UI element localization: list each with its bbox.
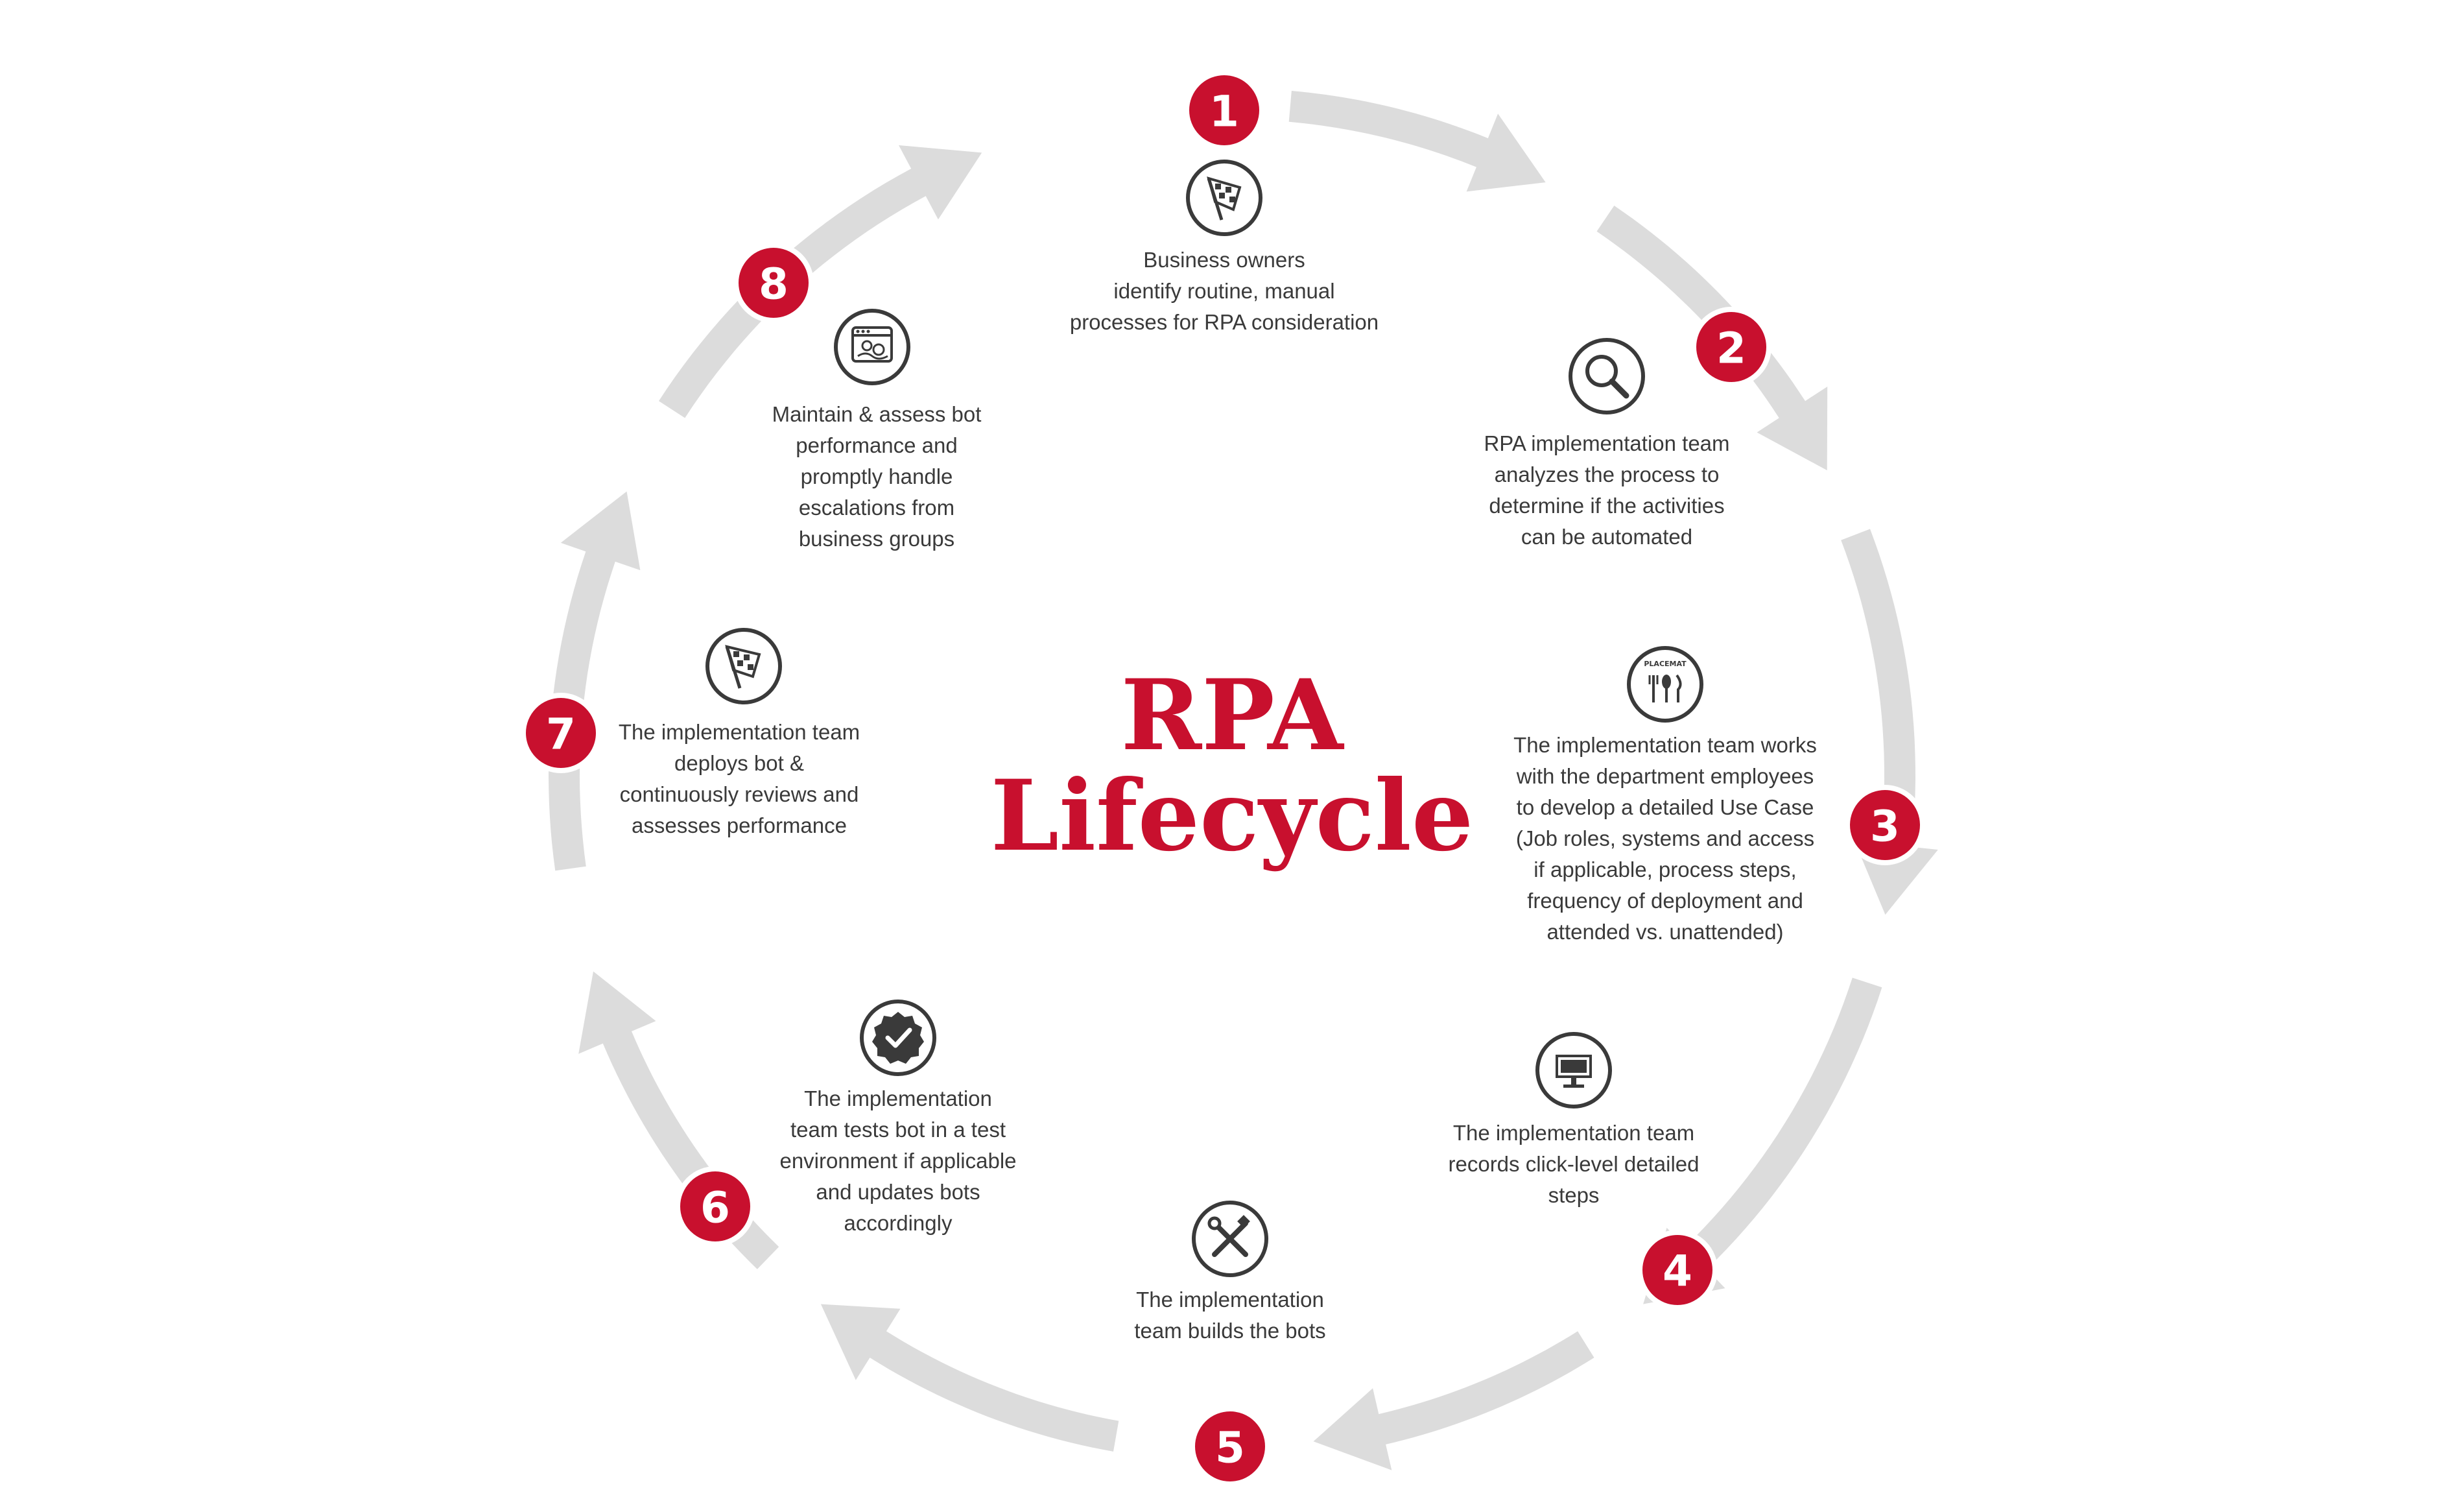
description-line: records click-level detailed — [1449, 1152, 1700, 1176]
step-badge: 5 — [1190, 1406, 1270, 1487]
step-description: Maintain & assess bot performance and pr… — [772, 402, 982, 551]
description-line: assesses performance — [632, 813, 847, 837]
step-description: The implementation team tests bot in a t… — [779, 1086, 1016, 1235]
step-badge: 2 — [1691, 307, 1771, 387]
description-line: The implementation team — [1453, 1121, 1694, 1145]
description-line: continuously reviews and — [620, 782, 859, 806]
step-number: 8 — [759, 259, 788, 309]
step-4: 4 The implementation team records click-… — [1449, 1032, 1718, 1310]
step-badge: 1 — [1184, 70, 1264, 150]
description-line: if applicable, process steps, — [1534, 857, 1796, 881]
cycle-arrow — [1643, 977, 1882, 1304]
description-line: performance and — [796, 433, 957, 457]
step-description: RPA implementation team analyzes the pro… — [1484, 431, 1729, 549]
step-number: 1 — [1209, 87, 1239, 137]
center-title: RPA Lifecycle — [991, 658, 1474, 873]
step-8: 8 Maintain & assess bot performance and … — [733, 243, 982, 551]
cycle-arrow — [820, 1304, 1119, 1452]
description-line: processes for RPA consideration — [1070, 310, 1379, 334]
step-number: 4 — [1663, 1247, 1692, 1297]
description-line: (Job roles, systems and access — [1516, 826, 1814, 850]
description-line: The implementation team works — [1513, 733, 1817, 757]
cycle-ring — [549, 78, 1938, 1470]
description-line: frequency of deployment and — [1527, 889, 1803, 913]
step-badge: 4 — [1637, 1230, 1718, 1310]
step-badge: 7 — [521, 693, 601, 773]
step-badge: 8 — [733, 243, 814, 323]
step-description: Business owners identify routine, manual… — [1070, 248, 1379, 334]
step-1: 1 Business owners identify routine, manu… — [1070, 70, 1379, 334]
title-line-lifecycle: Lifecycle — [991, 759, 1474, 873]
description-line: Business owners — [1143, 248, 1305, 272]
step-number: 2 — [1716, 324, 1746, 374]
description-line: escalations from — [799, 496, 954, 520]
step-7: 7 The implementation team deploys bot & … — [521, 628, 860, 837]
description-line: accordingly — [844, 1211, 953, 1235]
description-line: determine if the activities — [1489, 494, 1724, 518]
description-line: steps — [1548, 1183, 1600, 1207]
description-line: deploys bot & — [674, 751, 804, 775]
description-line: business groups — [799, 527, 954, 551]
step-description: The implementation team works with the d… — [1513, 733, 1817, 944]
description-line: analyzes the process to — [1495, 462, 1720, 486]
description-line: promptly handle — [801, 464, 953, 488]
cycle-arrow — [549, 491, 641, 871]
step-description: The implementation team records click-le… — [1449, 1121, 1700, 1207]
arrow-fade — [1063, 78, 1141, 149]
step-5: 5 The implementation team builds the bot… — [1134, 1201, 1326, 1487]
title-line-rpa: RPA — [1121, 658, 1345, 773]
monitor-icon — [1535, 1032, 1612, 1109]
description-line: The implementation — [804, 1086, 992, 1110]
step-description: The implementation team deploys bot & co… — [619, 720, 860, 837]
placemat-label: PLACEMAT — [1644, 660, 1687, 668]
step-badge: 6 — [675, 1166, 755, 1247]
step-badge: 3 — [1845, 785, 1925, 865]
description-line: The implementation team — [619, 720, 860, 744]
description-line: attended vs. unattended) — [1546, 920, 1783, 944]
description-line: environment if applicable — [779, 1149, 1016, 1173]
race-flag-icon — [705, 628, 782, 704]
magnifier-icon — [1569, 338, 1645, 414]
description-line: identify routine, manual — [1113, 279, 1334, 303]
description-line: team builds the bots — [1134, 1319, 1325, 1343]
bot-maintenance-icon — [834, 309, 910, 385]
step-2: 2 RPA implementation team analyzes the p… — [1484, 307, 1771, 549]
step-number: 3 — [1870, 802, 1900, 852]
cycle-arrow — [1288, 91, 1546, 192]
description-line: Maintain & assess bot — [772, 402, 982, 426]
description-line: and updates bots — [816, 1180, 980, 1204]
description-line: to develop a detailed Use Case — [1517, 795, 1814, 819]
description-line: with the department employees — [1516, 764, 1814, 788]
description-line: RPA implementation team — [1484, 431, 1729, 455]
placemat-icon: PLACEMAT — [1627, 646, 1703, 723]
description-line: The implementation — [1136, 1288, 1324, 1312]
verified-badge-icon — [860, 1000, 936, 1076]
cycle-arrow — [1313, 1331, 1594, 1470]
step-6: 6 The implementation team tests bot in a… — [675, 1000, 1017, 1247]
step-description: The implementation team builds the bots — [1134, 1288, 1325, 1343]
step-number: 7 — [546, 710, 576, 760]
tools-icon — [1192, 1201, 1268, 1277]
description-line: team tests bot in a test — [790, 1118, 1006, 1142]
step-number: 6 — [700, 1183, 730, 1233]
cycle-arrow — [1596, 206, 1828, 471]
step-3: 3 PLACEMAT The implementation team works… — [1513, 646, 1925, 944]
checkered-flag-icon — [1186, 160, 1262, 236]
step-number: 5 — [1215, 1423, 1245, 1473]
description-line: can be automated — [1521, 525, 1692, 549]
cycle-arrow — [659, 145, 982, 418]
